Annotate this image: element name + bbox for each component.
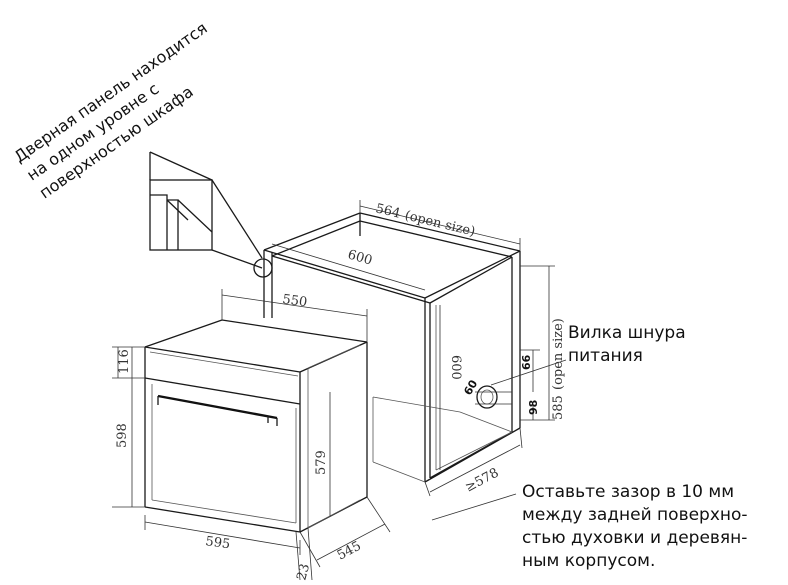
dim-585: 585 — [551, 395, 566, 420]
gap-note: Оставьте зазор в 10 мм между задней пове… — [522, 482, 748, 571]
dim-595: 595 — [204, 534, 231, 552]
dim-98: 98 — [527, 400, 540, 415]
detail-callout — [149, 151, 273, 278]
dim-116: 116 — [117, 349, 132, 374]
dim-578: ≥578 — [463, 466, 502, 496]
dim-585-open-size: (open size) — [551, 318, 566, 390]
dim-545: 545 — [335, 539, 364, 564]
dim-23: 23 — [294, 562, 313, 582]
plug-leader-line — [490, 359, 567, 386]
dimension-lines — [112, 200, 555, 581]
gap-leader-line — [431, 493, 517, 521]
oven — [144, 319, 368, 533]
power-plug-note: Вилка шнура питания — [568, 323, 686, 366]
dim-598: 598 — [115, 423, 130, 448]
dim-564-open-size: (open size) — [403, 208, 476, 239]
dim-564: 564 — [374, 201, 402, 221]
dim-550: 550 — [281, 292, 308, 310]
dim-600-height: 600 — [448, 355, 463, 380]
cabinet — [263, 212, 521, 483]
dim-66: 66 — [520, 354, 533, 370]
power-outlet — [475, 385, 512, 409]
dim-579: 579 — [314, 450, 329, 475]
dim-600-width: 600 — [346, 247, 374, 268]
